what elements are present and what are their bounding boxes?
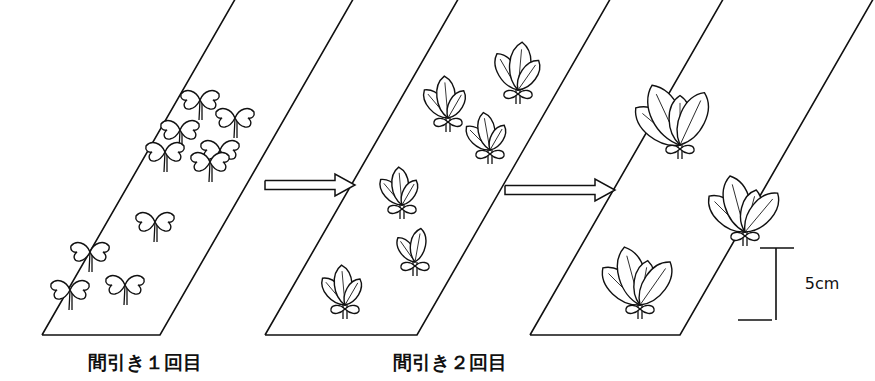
cotyledon-sprout [146,143,184,172]
planting-strip [530,0,874,335]
seedling-plant [317,264,366,319]
step-caption: 間引き２回目 [393,352,507,373]
seedling-plant [461,111,509,164]
step-arrow [505,179,615,201]
cotyledon-sprout [191,153,229,182]
seedling-plant [393,227,430,276]
seedling-plant [628,79,716,159]
cotyledon-sprout [216,109,254,138]
cotyledon-sprout [136,213,174,242]
seedling-plant [375,166,422,219]
cotyledon-sprout [71,243,109,272]
seedling-plant [489,41,545,104]
cotyledon-sprout [181,91,219,120]
seedling-plant [595,244,680,319]
seedling-plant [701,173,786,246]
step-caption: 間引き１回目 [88,352,202,373]
dimension-line [738,248,794,320]
planting-strip [42,0,354,335]
cotyledon-sprout [51,281,89,310]
step-arrow [265,174,355,196]
seedling-plant [418,75,470,132]
dimension-label: 5cm [805,275,840,293]
cotyledon-sprout [106,276,144,305]
